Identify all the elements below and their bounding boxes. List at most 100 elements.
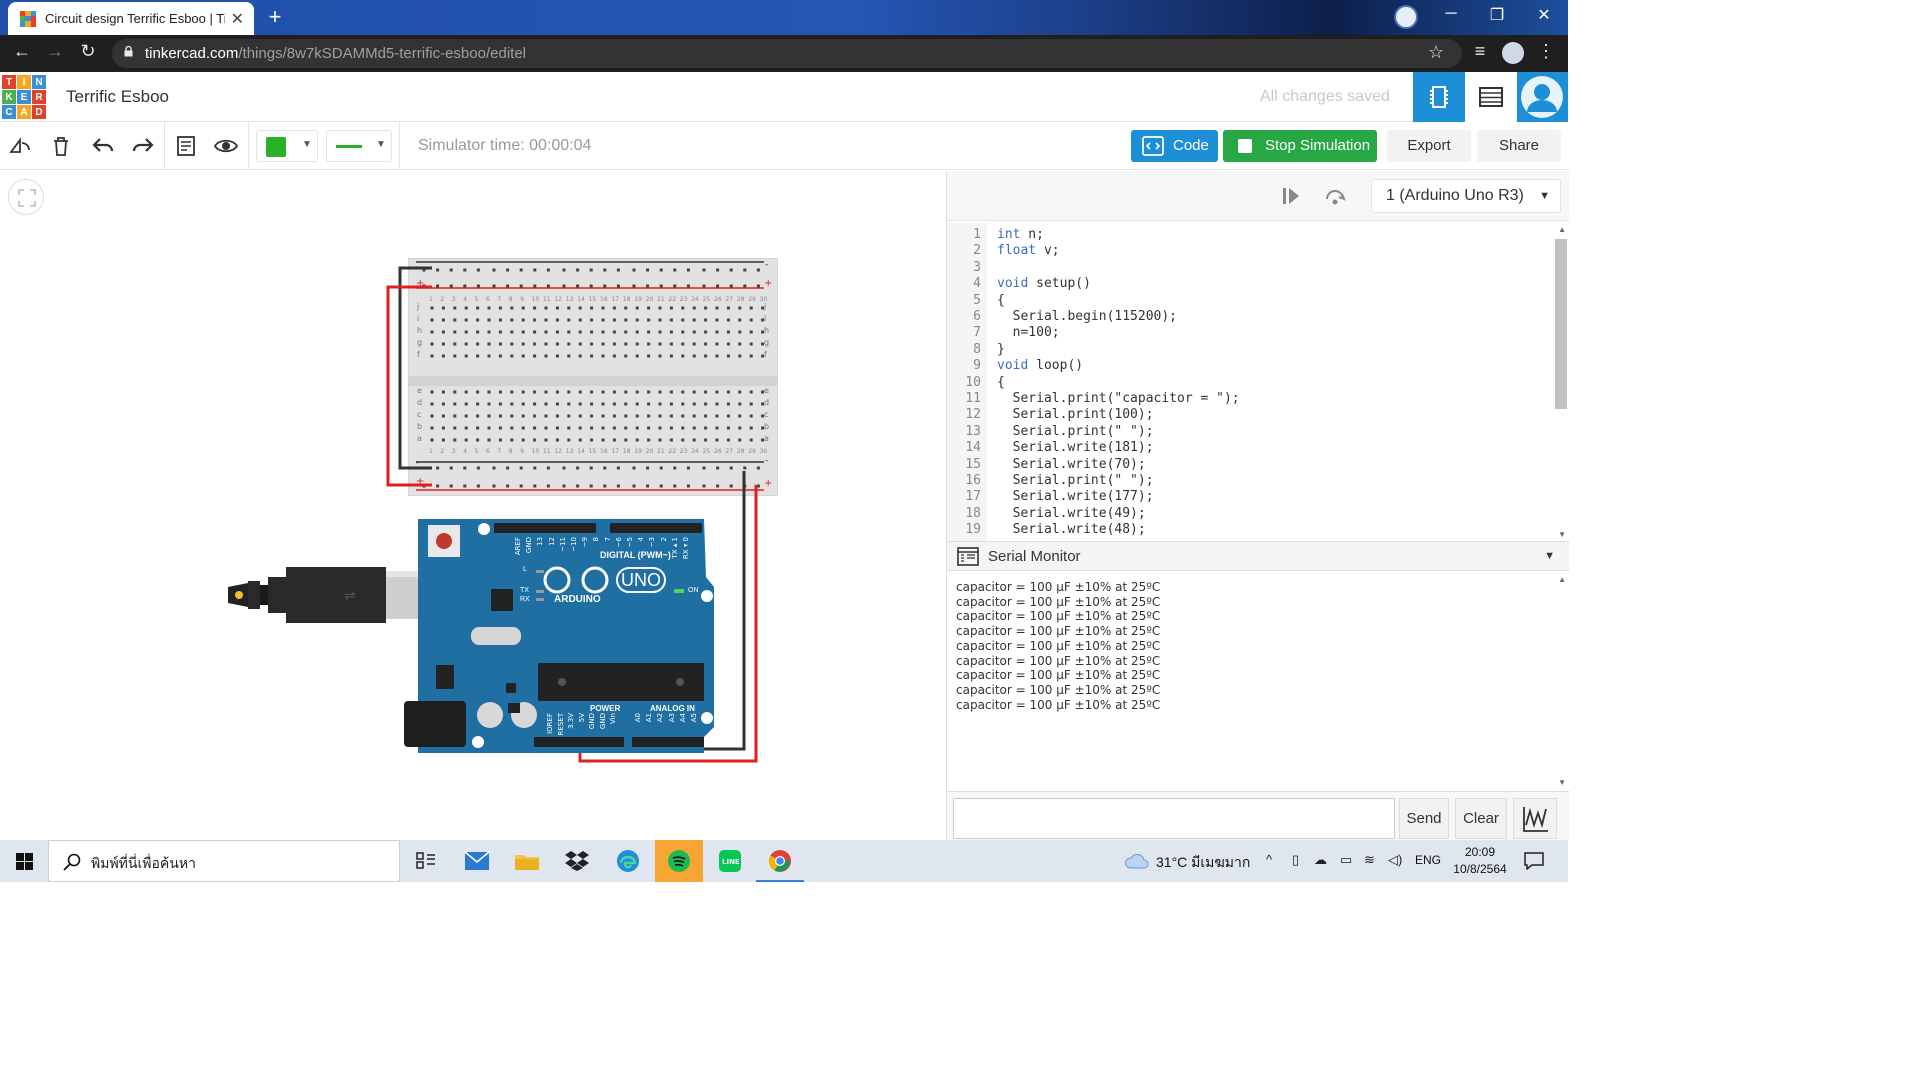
breadboard-hole[interactable] (601, 342, 605, 346)
breadboard-hole[interactable] (476, 426, 480, 430)
breadboard-hole[interactable] (761, 330, 765, 334)
breadboard-hole[interactable] (578, 438, 582, 442)
breadboard-hole[interactable] (761, 306, 765, 310)
power-rail-hole[interactable] (729, 284, 733, 288)
breadboard-hole[interactable] (635, 426, 639, 430)
power-rail-hole[interactable] (562, 284, 566, 288)
breadboard-hole[interactable] (567, 342, 571, 346)
breadboard-hole[interactable] (601, 426, 605, 430)
line-app-icon[interactable]: LINE (706, 840, 754, 882)
breadboard-hole[interactable] (487, 330, 491, 334)
breadboard-hole[interactable] (578, 414, 582, 418)
power-rail-hole[interactable] (519, 268, 523, 272)
breadboard-hole[interactable] (510, 318, 514, 322)
breadboard-hole[interactable] (567, 318, 571, 322)
breadboard-hole[interactable] (510, 342, 514, 346)
power-rail-hole[interactable] (576, 484, 580, 488)
breadboard-hole[interactable] (749, 342, 753, 346)
breadboard-hole[interactable] (510, 402, 514, 406)
power-rail-hole[interactable] (756, 268, 760, 272)
breadboard-hole[interactable] (555, 318, 559, 322)
breadboard-hole[interactable] (692, 354, 696, 358)
breadboard-hole[interactable] (498, 306, 502, 310)
breadboard-hole[interactable] (487, 402, 491, 406)
code-line[interactable]: Serial.write(70); (997, 456, 1146, 472)
breadboard-hole[interactable] (498, 390, 502, 394)
breadboard-hole[interactable] (521, 342, 525, 346)
breadboard-hole[interactable] (601, 402, 605, 406)
start-button[interactable] (0, 840, 48, 882)
power-rail-hole[interactable] (463, 484, 467, 488)
breadboard-hole[interactable] (681, 306, 685, 310)
power-rail-hole[interactable] (533, 284, 537, 288)
power-rail-hole[interactable] (673, 284, 677, 288)
user-profile-button[interactable] (1517, 72, 1568, 122)
breadboard-hole[interactable] (647, 426, 651, 430)
breadboard-hole[interactable] (590, 354, 594, 358)
power-rail-hole[interactable] (576, 466, 580, 470)
breadboard-hole[interactable] (544, 438, 548, 442)
power-rail-hole[interactable] (546, 466, 550, 470)
breadboard-hole[interactable] (521, 318, 525, 322)
breadboard-hole[interactable] (669, 426, 673, 430)
code-line[interactable]: n=100; (997, 325, 1060, 341)
breadboard-hole[interactable] (441, 342, 445, 346)
breadboard-hole[interactable] (704, 402, 708, 406)
breadboard-hole[interactable] (635, 414, 639, 418)
breadboard-hole[interactable] (441, 330, 445, 334)
mail-icon[interactable] (453, 840, 501, 882)
code-line[interactable]: Serial.print("capacitor = "); (997, 391, 1240, 406)
code-line[interactable]: void setup() (997, 276, 1091, 292)
breadboard-hole[interactable] (567, 390, 571, 394)
breadboard-hole[interactable] (590, 330, 594, 334)
breadboard-hole[interactable] (533, 318, 537, 322)
code-line[interactable]: Serial.write(49); (997, 505, 1146, 521)
breadboard-hole[interactable] (726, 342, 730, 346)
breadboard-hole[interactable] (498, 414, 502, 418)
breadboard-hole[interactable] (647, 390, 651, 394)
breadboard-hole[interactable] (681, 426, 685, 430)
power-rail-hole[interactable] (729, 484, 733, 488)
breadboard-hole[interactable] (761, 402, 765, 406)
breadboard-hole[interactable] (510, 330, 514, 334)
breadboard-hole[interactable] (510, 354, 514, 358)
breadboard-hole[interactable] (624, 306, 628, 310)
breadboard-hole[interactable] (658, 414, 662, 418)
breadboard-hole[interactable] (521, 330, 525, 334)
breadboard-hole[interactable] (476, 354, 480, 358)
breadboard-hole[interactable] (692, 414, 696, 418)
breadboard-hole[interactable] (715, 402, 719, 406)
wire-type-picker[interactable]: ▼ (326, 130, 392, 162)
breadboard-hole[interactable] (647, 354, 651, 358)
breadboard-hole[interactable] (761, 354, 765, 358)
breadboard-hole[interactable] (521, 426, 525, 430)
power-rail-hole[interactable] (756, 466, 760, 470)
power-rail-hole[interactable] (422, 268, 426, 272)
breadboard-hole[interactable] (464, 426, 468, 430)
power-rail-hole[interactable] (743, 284, 747, 288)
breadboard[interactable] (408, 258, 778, 496)
power-rail-hole[interactable] (533, 466, 537, 470)
breadboard-hole[interactable] (453, 318, 457, 322)
breadboard-hole[interactable] (555, 390, 559, 394)
power-rail-hole[interactable] (659, 466, 663, 470)
breadboard-hole[interactable] (498, 438, 502, 442)
breadboard-hole[interactable] (761, 390, 765, 394)
breadboard-hole[interactable] (601, 438, 605, 442)
breadboard-hole[interactable] (647, 402, 651, 406)
breadboard-hole[interactable] (464, 438, 468, 442)
power-rail-hole[interactable] (659, 484, 663, 488)
breadboard-hole[interactable] (704, 414, 708, 418)
breadboard-hole[interactable] (715, 390, 719, 394)
input-language[interactable]: ENG (1415, 853, 1442, 867)
breadboard-hole[interactable] (624, 402, 628, 406)
power-rail-hole[interactable] (463, 284, 467, 288)
power-rail-hole[interactable] (546, 268, 550, 272)
breadboard-hole[interactable] (453, 306, 457, 310)
breadboard-hole[interactable] (544, 306, 548, 310)
close-window-icon[interactable]: ✕ (1537, 7, 1551, 24)
scroll-up-icon[interactable]: ▲ (1558, 575, 1566, 584)
power-rail-hole[interactable] (492, 284, 496, 288)
